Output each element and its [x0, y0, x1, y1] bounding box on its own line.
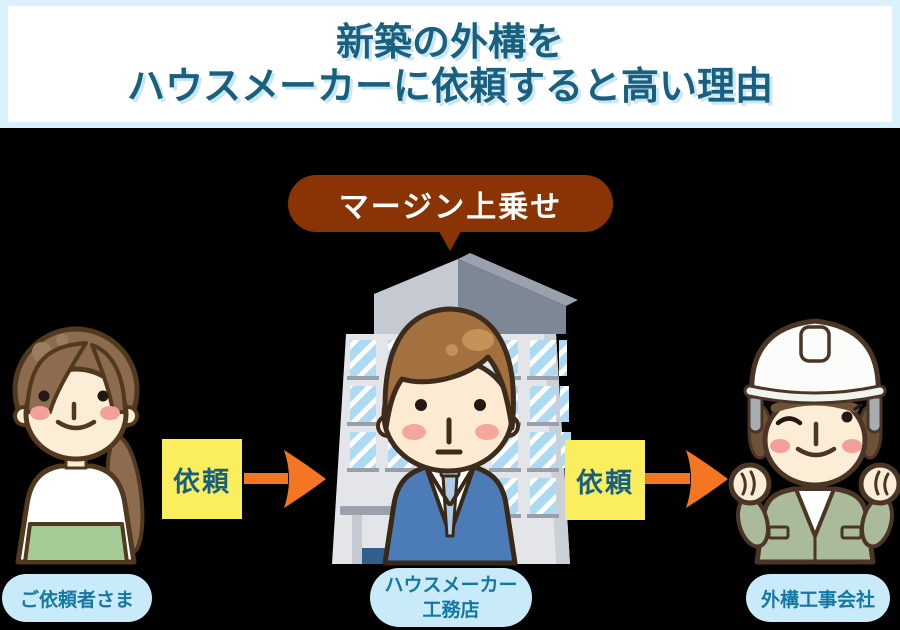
worker-helmet-ridge	[799, 325, 831, 363]
request-label-1: 依頼	[173, 466, 231, 498]
businessman-hair-highlight	[462, 329, 494, 351]
client-hair-highlight2	[56, 334, 68, 346]
client-skirt	[23, 522, 129, 564]
housemaker-label-line2: 工務店	[422, 598, 480, 621]
worker-mouth	[795, 446, 837, 458]
client-label-pill: ご依頼者さま	[2, 574, 152, 622]
page-title-line1: 新築の外構を	[335, 19, 564, 64]
arrow-icon-left	[244, 450, 326, 508]
speech-bubble: マージン上乗せ	[288, 175, 613, 232]
request-box-1: 依頼	[162, 439, 242, 519]
worker-wink-eye	[775, 416, 803, 426]
businessman-lapel-left	[425, 466, 451, 506]
speech-bubble-label: マージン上乗せ	[338, 189, 563, 225]
businessman-lapel-right	[449, 466, 475, 506]
businessman-blush-right	[475, 424, 499, 440]
arrow-icon-right	[645, 450, 728, 508]
worker-fist-left	[728, 462, 772, 506]
request-box-2: 依頼	[565, 440, 645, 520]
worker-fist-right	[858, 462, 900, 506]
worker-fist-left-fingers	[740, 470, 756, 496]
client-blush-left	[30, 406, 50, 420]
client-blush-right	[100, 406, 120, 420]
housemaker-label-pill: ハウスメーカー 工務店	[370, 568, 532, 627]
client-eye-right	[97, 390, 109, 402]
client-fringe-right	[90, 343, 127, 414]
title-card: 新築の外構を ハウスメーカーに依頼すると高い理由	[8, 6, 892, 122]
worker-fist-right-fingers	[874, 470, 890, 496]
client-eye-left	[38, 390, 50, 402]
client-label: ご依頼者さま	[19, 588, 134, 611]
worker-collar	[794, 487, 836, 538]
worker-illustration	[728, 318, 900, 565]
housemaker-label-line1: ハウスメーカー	[384, 573, 518, 596]
worker-helmet-brim	[746, 387, 884, 402]
client-illustration	[12, 326, 145, 565]
worker-helmet-strap-left	[747, 392, 764, 434]
building-roof-top	[458, 253, 578, 306]
businessman-illustration	[376, 306, 520, 566]
building-penthouse-side	[458, 259, 566, 334]
request-label-2: 依頼	[576, 467, 634, 499]
businessman-eye-left	[415, 399, 427, 411]
header: 新築の外構を ハウスメーカーに依頼すると高い理由	[0, 0, 900, 128]
worker-helmet-strap-right	[866, 392, 883, 434]
businessman-blush-left	[402, 424, 426, 440]
speech-bubble-tail	[436, 226, 464, 251]
worker-blush-left	[770, 439, 790, 453]
businessman-tie	[441, 474, 459, 538]
page-title-line2: ハウスメーカーに依頼すると高い理由	[126, 64, 773, 108]
contractor-label: 外構工事会社	[760, 588, 875, 611]
worker-blush-right	[842, 439, 862, 453]
contractor-label-pill: 外構工事会社	[746, 574, 890, 622]
client-mouth	[55, 419, 97, 431]
worker-eye-right	[841, 411, 853, 423]
worker-eyelash	[853, 403, 863, 411]
businessman-eye-right	[474, 399, 486, 411]
businessman-hair-highlight2	[446, 344, 458, 356]
